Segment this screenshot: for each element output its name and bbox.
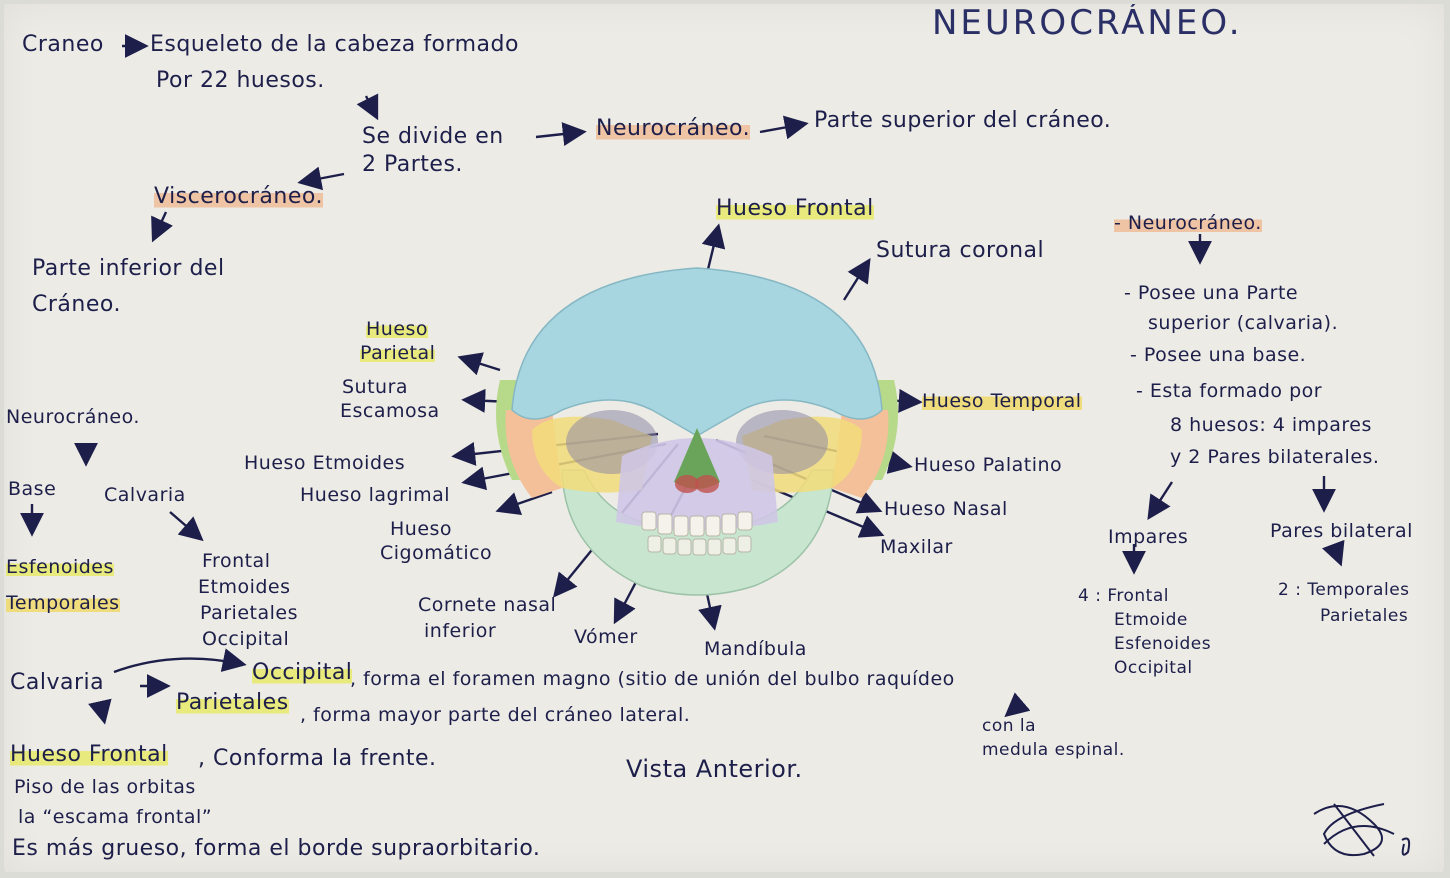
label-cornete-line2: inferior xyxy=(424,620,496,642)
frontal-bone xyxy=(512,268,882,436)
label-maxilar: Maxilar xyxy=(880,536,953,558)
arrow-neurocraneo xyxy=(536,132,582,137)
arrow-calvaria-occipital xyxy=(114,659,242,672)
right-neurocraneo-heading: - Neurocráneo. xyxy=(1114,212,1262,234)
base-item-temporales: Temporales xyxy=(6,592,120,614)
label-sutura-coronal: Sutura coronal xyxy=(876,238,1044,264)
left-neurocraneo-heading: Neurocráneo. xyxy=(6,406,140,428)
calvaria-item-occipital: Occipital xyxy=(202,628,289,650)
label-mandibula: Mandíbula xyxy=(704,638,807,660)
skull-illustration xyxy=(492,260,902,600)
bottom-frontal-line2: Piso de las orbitas xyxy=(14,776,196,798)
arrow-pares-down xyxy=(1334,546,1340,562)
right-line2: superior (calvaria). xyxy=(1148,312,1338,334)
label-cornete-line1: Cornete nasal xyxy=(418,594,556,616)
bottom-frontal-description: , Conforma la frente. xyxy=(198,746,437,772)
label-hueso-lagrimal: Hueso lagrimal xyxy=(300,484,450,506)
bottom-frontal-line3: la “escama frontal” xyxy=(18,806,212,828)
label-hueso-frontal: Hueso Frontal xyxy=(716,196,874,222)
craneo-label: Craneo xyxy=(22,32,104,58)
bottom-parietales-description: , forma mayor parte del cráneo lateral. xyxy=(300,704,690,726)
craneo-definition-line2: Por 22 huesos. xyxy=(156,68,325,94)
label-escamosa-line2: Escamosa xyxy=(340,400,440,422)
divide-line2: 2 Partes. xyxy=(362,152,463,178)
calvaria-item-frontal: Frontal xyxy=(202,550,270,572)
pares-label: Pares bilateral xyxy=(1270,520,1413,542)
neurocraneo-description: Parte superior del cráneo. xyxy=(814,108,1111,134)
nasal-concha-right xyxy=(695,475,719,493)
impares-count: 4 : Frontal xyxy=(1078,586,1169,606)
bottom-occipital-description: , forma el foramen magno (sitio de unión… xyxy=(350,668,955,690)
pares-count: 2 : Temporales xyxy=(1278,580,1410,600)
bottom-frontal-line4: Es más grueso, forma el borde supraorbit… xyxy=(12,836,540,862)
bottom-occipital-medula: medula espinal. xyxy=(982,740,1125,760)
label-hueso-temporal: Hueso Temporal xyxy=(922,390,1082,412)
viscerocraneo-label: Viscerocráneo. xyxy=(154,184,323,210)
calvaria-label: Calvaria xyxy=(104,484,186,506)
signature-mark xyxy=(1304,794,1424,864)
label-escamosa-line1: Sutura xyxy=(342,376,408,398)
bottom-occipital-con-la: con la xyxy=(982,716,1036,736)
base-label: Base xyxy=(8,478,56,500)
arrow-visc-down xyxy=(154,212,166,238)
bottom-calvaria-label: Calvaria xyxy=(10,670,104,696)
craneo-definition-line1: Esqueleto de la cabeza formado xyxy=(150,32,519,58)
notes-board: NEUROCRÁNEO. Craneo Esqueleto de la cabe… xyxy=(4,4,1444,872)
label-hueso-etmoides: Hueso Etmoides xyxy=(244,452,405,474)
viscerocraneo-desc-line1: Parte inferior del xyxy=(32,256,225,282)
impares-item-occipital: Occipital xyxy=(1114,658,1193,678)
calvaria-item-etmoides: Etmoides xyxy=(198,576,291,598)
neurocraneo-label: Neurocráneo. xyxy=(596,116,750,142)
right-line6: y 2 Pares bilaterales. xyxy=(1170,446,1379,468)
label-parietal-line2: Parietal xyxy=(360,342,435,364)
label-parietal-line1: Hueso xyxy=(366,318,428,340)
label-hueso-palatino: Hueso Palatino xyxy=(914,454,1062,476)
vista-anterior-caption: Vista Anterior. xyxy=(626,756,803,782)
arrow-impares xyxy=(1150,482,1172,516)
upper-teeth xyxy=(642,512,752,536)
arrow-con-la xyxy=(1008,702,1022,714)
arrow-viscerocraneo xyxy=(302,174,344,182)
bottom-parietales-label: Parietales xyxy=(176,690,289,716)
right-line1: - Posee una Parte xyxy=(1124,282,1298,304)
bottom-hueso-frontal-label: Hueso Frontal xyxy=(10,742,168,768)
calvaria-item-parietales: Parietales xyxy=(200,602,298,624)
arrow-down-divide xyxy=(366,96,376,116)
viscerocraneo-desc-line2: Cráneo. xyxy=(32,292,121,318)
label-hueso-nasal: Hueso Nasal xyxy=(884,498,1008,520)
divide-line1: Se divide en xyxy=(362,124,504,150)
right-line3: - Posee una base. xyxy=(1130,344,1306,366)
impares-item-esfenoides: Esfenoides xyxy=(1114,634,1211,654)
label-vomer: Vómer xyxy=(574,626,638,648)
arrow-calvaria xyxy=(170,512,200,538)
impares-label: Impares xyxy=(1108,526,1188,548)
bottom-occipital-label: Occipital xyxy=(252,660,352,686)
right-line4: - Esta formado por xyxy=(1136,380,1322,402)
right-line5: 8 huesos: 4 impares xyxy=(1170,414,1372,436)
lower-teeth xyxy=(648,536,751,555)
label-cigomatico-line2: Cigomático xyxy=(380,542,492,564)
base-item-esfenoides: Esfenoides xyxy=(6,556,114,578)
page-title: NEUROCRÁNEO. xyxy=(932,10,1243,36)
impares-item-etmoide: Etmoide xyxy=(1114,610,1188,630)
pares-item-parietales: Parietales xyxy=(1320,606,1408,626)
label-cigomatico-line1: Hueso xyxy=(390,518,452,540)
arrow-calvaria-down xyxy=(100,702,104,720)
arrow-parte-superior xyxy=(760,124,804,132)
